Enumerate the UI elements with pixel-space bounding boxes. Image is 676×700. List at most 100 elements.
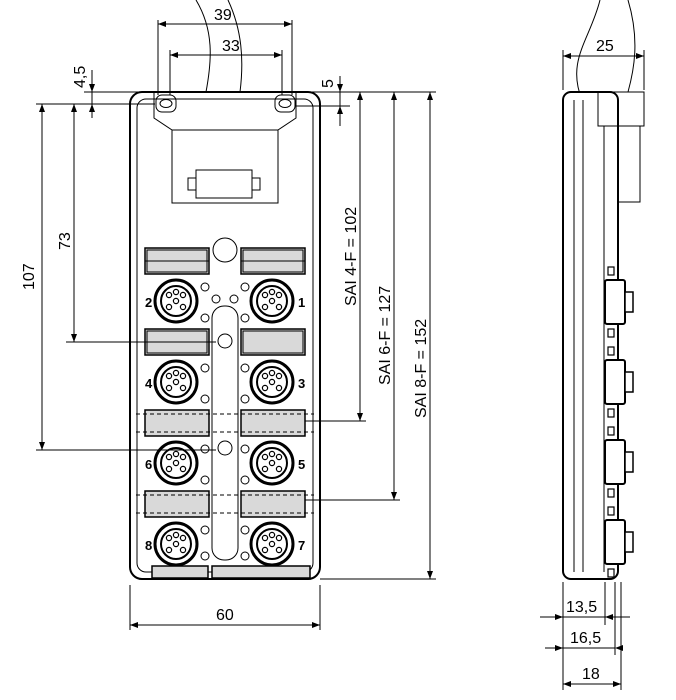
arrow [39,442,45,450]
connector-pin [275,453,283,461]
led [229,294,239,304]
side-led-nub [607,568,615,578]
connector-pin [268,450,276,458]
connector-pin [172,378,180,386]
arrow [337,84,343,92]
m12-connector [249,521,295,567]
led [200,475,210,485]
arrow [563,681,571,687]
arrow [563,53,571,59]
connector-pin [172,297,180,305]
arrow [89,104,95,112]
led [240,525,250,535]
connector-pin [268,378,276,386]
connector-pin [165,453,173,461]
dim-label-5: 5 [320,79,337,88]
side-connector-body [604,279,626,325]
mounting-hole-right [274,94,296,113]
port-label: 3 [298,376,305,391]
led [200,363,210,373]
arrow [312,622,320,628]
side-led-nub [607,346,615,356]
connector-pin [179,534,187,542]
arrow [158,21,166,27]
connector-pin [275,291,283,299]
led [200,525,210,535]
cable-line [227,0,243,93]
side-led-nub [607,408,615,418]
arrow [71,104,77,112]
side-connector-body [604,439,626,485]
row-3 [136,409,314,437]
arrow [613,681,621,687]
side-connector-body [604,359,626,405]
connector-pin [261,291,269,299]
arrow [274,52,282,58]
cable-line [576,0,601,101]
arrow [427,92,433,100]
connector-pin [275,534,283,542]
connector-pin [179,303,187,311]
row-1 [144,247,306,275]
connector-pin [261,465,269,473]
connector-pin [268,459,276,467]
connector-pin [261,372,269,380]
hole-inner [159,99,173,108]
dim-label-73: 73 [57,232,74,250]
led-center [217,333,233,349]
cable-line [195,0,211,93]
led [240,394,250,404]
connector-pin [165,384,173,392]
led-top [212,237,238,263]
connector-pin [179,453,187,461]
side-connector-tip [624,291,634,313]
connector-pin [275,546,283,554]
led [240,475,250,485]
arrow [615,645,623,651]
led [240,313,250,323]
mounting-hole-left [155,94,177,113]
arrow [427,571,433,579]
connector-pin [268,297,276,305]
connector-pin [165,303,173,311]
arrow [636,53,644,59]
arrow [130,622,138,628]
m12-connector [153,521,199,567]
connector-pin [179,372,187,380]
port-label: 2 [145,295,152,310]
arrow [555,614,563,620]
arrow [357,413,363,421]
connector-pin [165,372,173,380]
row-4 [136,490,314,518]
side-led-nub [607,488,615,498]
port-label: 6 [145,457,152,472]
connector-pin [172,288,180,296]
dim-label-sai8: SAI 8-F = 152 [413,319,430,418]
connector-pin [165,546,173,554]
connector-pin [179,291,187,299]
led [200,313,210,323]
bottom-plate [151,565,209,579]
connector-pin [268,531,276,539]
connector-pin [261,453,269,461]
connector-pin [268,540,276,548]
led-center [217,440,233,456]
connector-pin [261,546,269,554]
side-connector-body [604,519,626,565]
plate-inner [242,330,304,354]
side-connector-tip [624,531,634,553]
latch-tab [251,177,261,191]
hole-inner [278,99,292,108]
bottom-plate [211,565,311,579]
connector-pin [179,465,187,473]
connector-pin [172,540,180,548]
side-connector [604,426,634,498]
side-led-nub [607,328,615,338]
led [200,282,210,292]
m12-connector [249,440,295,486]
connector-pin [275,372,283,380]
dim-label-4-5: 4,5 [72,66,89,88]
side-connector [604,506,634,578]
side-led-nub [607,266,615,276]
connector-pin [172,369,180,377]
